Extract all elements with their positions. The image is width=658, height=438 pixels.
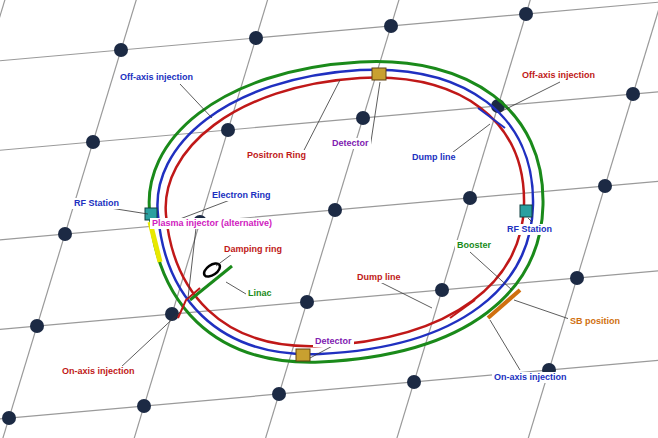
grid-line [60,0,340,438]
part-label: Electron Ring [210,190,273,201]
grid-node [221,123,235,137]
grid-node [58,227,72,241]
detector-symbol [372,68,386,80]
grid-node [626,87,640,101]
grid-line [0,0,658,6]
grid-line [465,0,658,438]
grid-node [328,203,342,217]
grid-line [0,46,658,190]
grid-node [30,319,44,333]
grid-node [519,7,533,21]
part-label: Positron Ring [245,150,308,161]
part-label: Booster [455,240,493,251]
part-label: RF Station [505,224,554,235]
grid-node [356,111,370,125]
grid-node [272,387,286,401]
grid-node [137,399,151,413]
part-label: On-axis injection [492,372,569,383]
positron-ring [166,78,524,347]
grid-node [86,135,100,149]
dump-line [450,300,475,318]
part-label: Detector [313,336,354,347]
grid-line [0,322,658,438]
linac-line [190,266,232,300]
part-label: Damping ring [222,244,284,255]
rf-station [520,205,532,217]
grid-node [598,179,612,193]
grid-node [407,375,421,389]
part-label: Off-axis injection [520,70,597,81]
part-label: SB position [568,316,622,327]
grid-node [463,191,477,205]
grid-node [435,283,449,297]
grid-line [600,0,658,438]
grid-node [2,411,16,425]
grid-node [249,31,263,45]
part-label: Off-axis injection [118,72,195,83]
grid-line [0,138,658,282]
grid-line [0,414,658,438]
electron-ring [157,70,533,355]
dump-line [478,108,505,128]
detector-symbol [296,349,310,361]
part-label: On-axis injection [60,366,137,377]
grid-line [330,0,610,438]
part-label: Dump line [410,152,458,163]
part-label: Plasma injector (alternative) [150,218,274,229]
part-label: Dump line [355,272,403,283]
leader-lines [110,80,578,370]
sb-line [488,290,520,318]
grid-node [384,19,398,33]
part-label: RF Station [72,198,121,209]
grid-node [165,307,179,321]
booster-ring [149,62,543,363]
grid-node [114,43,128,57]
grid-node [570,271,584,285]
grid-line [0,0,658,98]
part-label: Detector [330,138,371,149]
grid-node [300,295,314,309]
part-label: Linac [246,288,274,299]
